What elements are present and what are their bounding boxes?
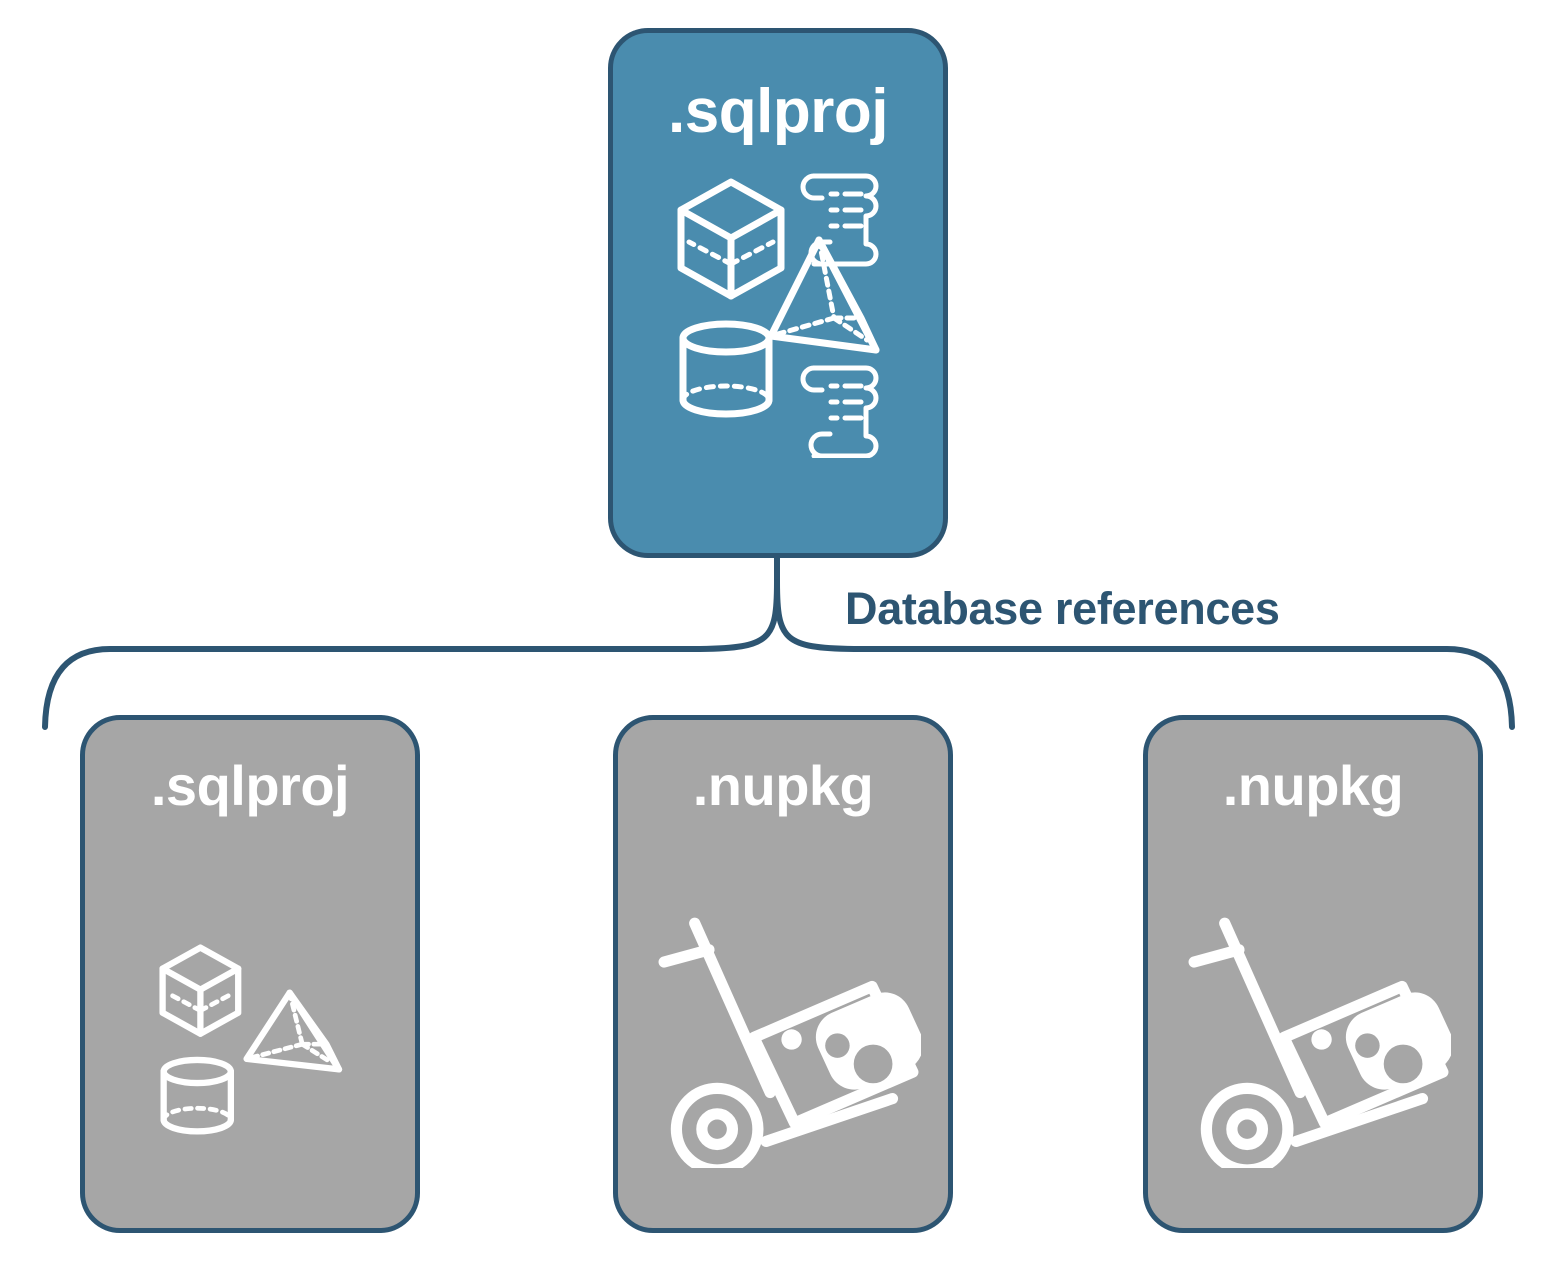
nuget-package-dolly-icon <box>1188 917 1451 1168</box>
node-label-child-1: .nupkg <box>692 754 874 817</box>
script-scroll-icon <box>800 365 879 459</box>
nuget-package-dolly-icon <box>658 917 921 1168</box>
pyramid-icon <box>243 989 343 1073</box>
node-label-parent: .sqlproj <box>668 77 888 146</box>
node-card-parent-sqlproj[interactable]: .sqlproj <box>608 28 948 558</box>
connector-label-database-references: Database references <box>845 583 1280 634</box>
child-icon-group-2 <box>1148 860 1488 1220</box>
parent-icon-group <box>671 168 901 459</box>
script-scroll-icon <box>800 173 879 267</box>
node-label-child-0: .sqlproj <box>150 754 350 817</box>
pyramid-icon <box>767 236 880 354</box>
nuget-logo-icon <box>1310 991 1451 1090</box>
node-card-child-sqlproj[interactable]: .sqlproj <box>80 715 420 1233</box>
nuget-logo-icon <box>780 991 921 1090</box>
node-card-child-nupkg-2[interactable]: .nupkg <box>1143 715 1483 1233</box>
database-objects-icon <box>677 173 880 459</box>
child-icon-group-1 <box>618 860 958 1220</box>
database-objects-icon <box>159 944 343 1135</box>
node-label-child-2: .nupkg <box>1222 754 1404 817</box>
cube-icon <box>677 178 785 300</box>
node-card-child-nupkg-1[interactable]: .nupkg <box>613 715 953 1233</box>
cylinder-icon <box>679 320 773 418</box>
child-icon-group-0 <box>85 860 425 1220</box>
cylinder-icon <box>160 1056 235 1135</box>
cube-icon <box>159 944 242 1037</box>
